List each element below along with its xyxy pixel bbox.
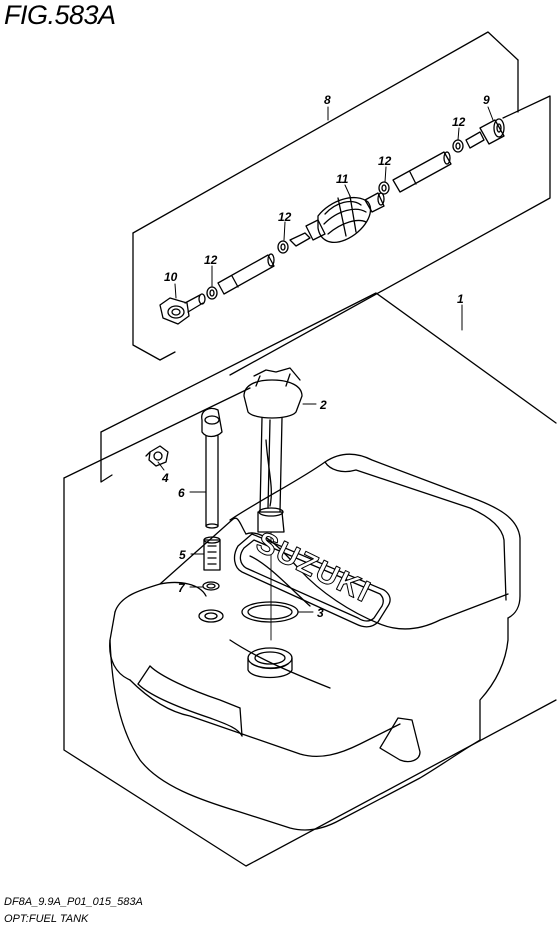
callout-11: 11 (336, 172, 349, 186)
primer-bulb-part-11 (289, 192, 385, 247)
tank-assembly-frame (63, 292, 557, 867)
hose-assembly-frame (132, 31, 551, 376)
leader-lines (157, 106, 494, 613)
gasket-part-3 (241, 601, 299, 623)
tank-pickup-port (198, 609, 224, 623)
callout-5: 5 (179, 548, 186, 562)
callout-9: 9 (483, 93, 490, 107)
callout-7: 7 (178, 581, 186, 595)
hose-segment-2 (392, 151, 452, 193)
tank-fill-opening (247, 647, 293, 679)
figure-title: FIG.583A (4, 0, 116, 30)
engine-connector-part-9 (465, 118, 505, 149)
callout-6: 6 (178, 486, 185, 500)
fuel-tank-body: SUZUKI (109, 453, 521, 831)
figure-description: OPT:FUEL TANK (4, 913, 89, 925)
hose-clamp-part-12d (452, 139, 464, 153)
figure-code: DF8A_9.9A_P01_015_583A (4, 896, 143, 908)
hose-clamp-part-12a (206, 286, 218, 300)
hose-segment-1 (217, 253, 275, 295)
callout-2: 2 (319, 398, 327, 412)
callout-1: 1 (457, 292, 464, 306)
fuel-gauge-part-2 (243, 367, 303, 533)
callout-4: 4 (161, 471, 169, 485)
pickup-pipe-part-6 (201, 407, 223, 529)
vent-screw-part-4 (145, 445, 169, 467)
suzuki-brand-text: SUZUKI (251, 526, 377, 610)
hose-clamp-part-12b (277, 240, 289, 254)
callout-12-d: 12 (452, 115, 466, 129)
tank-connector-part-10 (159, 293, 206, 325)
callout-3: 3 (317, 606, 324, 620)
o-ring-part-7 (202, 581, 220, 591)
hose-clamp-part-12c (378, 181, 390, 195)
callout-10: 10 (164, 270, 178, 284)
callout-12-c: 12 (378, 154, 392, 168)
callout-12-b: 12 (278, 210, 292, 224)
callout-12-a: 12 (204, 253, 218, 267)
callout-8: 8 (324, 93, 331, 107)
